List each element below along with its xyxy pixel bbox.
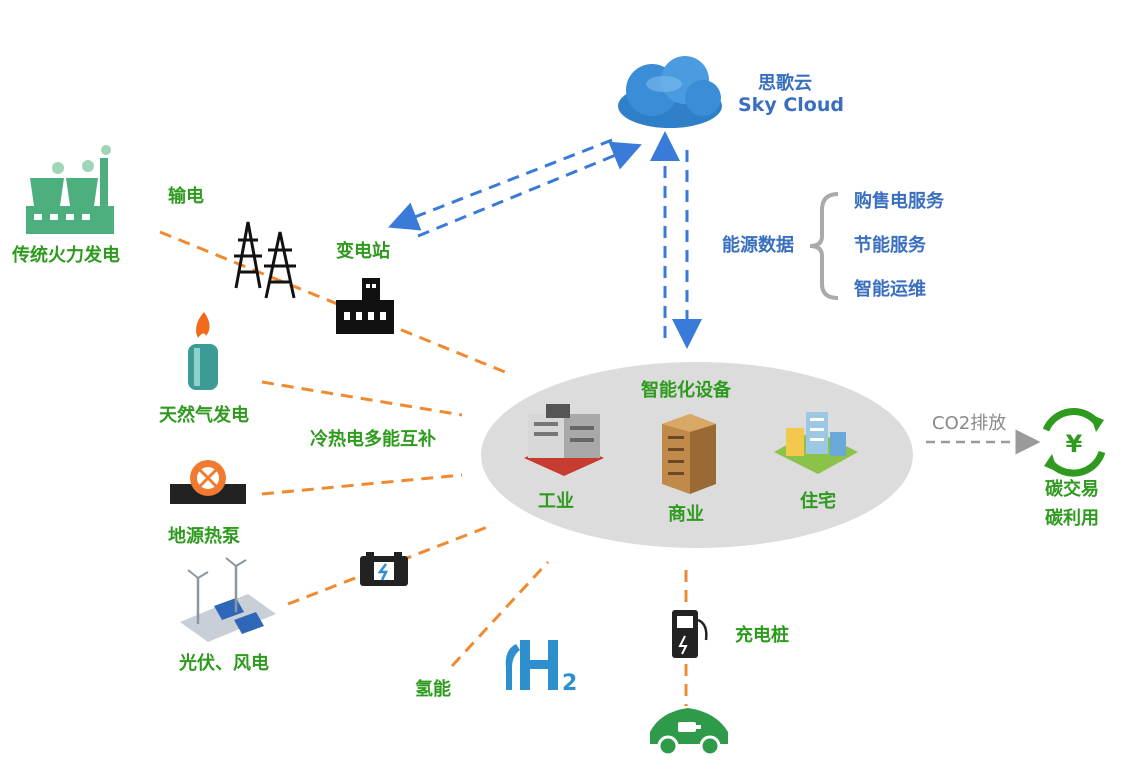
pv-wind-icon <box>180 557 276 642</box>
battery-icon <box>360 552 408 586</box>
hub-item-industry: 工业 <box>538 491 574 512</box>
energy-data-label: 能源数据 <box>722 235 794 256</box>
gas-to-hub-line <box>261 380 463 417</box>
services-brace <box>809 192 839 300</box>
industry-building-icon <box>524 404 604 476</box>
thermal-power-label: 传统火力发电 <box>12 245 120 266</box>
hub-item-commercial: 商业 <box>668 504 704 525</box>
cloud-icon <box>618 56 722 128</box>
natural-gas-label: 天然气发电 <box>159 405 249 426</box>
cloud-data-arrows <box>388 131 702 349</box>
thermal-to-hub-line <box>159 230 506 374</box>
hydrogen-to-hub-line <box>450 560 550 668</box>
transmission-label: 输电 <box>168 186 204 207</box>
substation-icon <box>336 278 394 334</box>
cchp-label: 冷热电多能互补 <box>310 429 436 450</box>
cloud-name-cn: 思歌云 <box>758 73 812 94</box>
heatpump-to-hub-line <box>261 473 463 496</box>
svg-text:2: 2 <box>562 671 577 696</box>
substation-to-cloud-arrow <box>417 141 642 238</box>
carbon-utilization-label: 碳利用 <box>1045 508 1099 529</box>
charging-pile-label: 充电桩 <box>735 625 789 646</box>
residential-building-icon <box>774 412 858 474</box>
cloud-name-en: Sky Cloud <box>738 94 844 116</box>
commercial-building-icon <box>662 414 716 494</box>
cloud-to-substation-arrow <box>388 138 613 231</box>
hub-item-residential: 住宅 <box>800 491 836 512</box>
hydrogen-label: 氢能 <box>415 679 451 700</box>
service-item-maintenance: 智能运维 <box>854 279 926 300</box>
service-item-trading: 购售电服务 <box>854 191 944 212</box>
substation-label: 变电站 <box>336 241 390 262</box>
heat-pump-icon <box>170 460 246 504</box>
thermal-power-plant-icon <box>26 145 114 234</box>
charging-pile-icon <box>672 610 708 658</box>
heat-pump-label: 地源热泵 <box>168 526 240 547</box>
transmission-tower-icon <box>234 221 296 299</box>
service-item-energy-saving: 节能服务 <box>854 235 926 256</box>
carbon-trading-icon: ¥ <box>1042 408 1106 477</box>
carbon-trading-label: 碳交易 <box>1045 479 1099 500</box>
hydrogen-icon: 2 <box>505 640 577 696</box>
svg-text:¥: ¥ <box>1066 430 1083 458</box>
natural-gas-icon <box>188 312 218 390</box>
pv-wind-label: 光伏、风电 <box>179 653 269 674</box>
electric-car-icon <box>650 708 728 757</box>
co2-emission-label: CO2排放 <box>932 413 1007 434</box>
hub-title: 智能化设备 <box>641 380 731 401</box>
